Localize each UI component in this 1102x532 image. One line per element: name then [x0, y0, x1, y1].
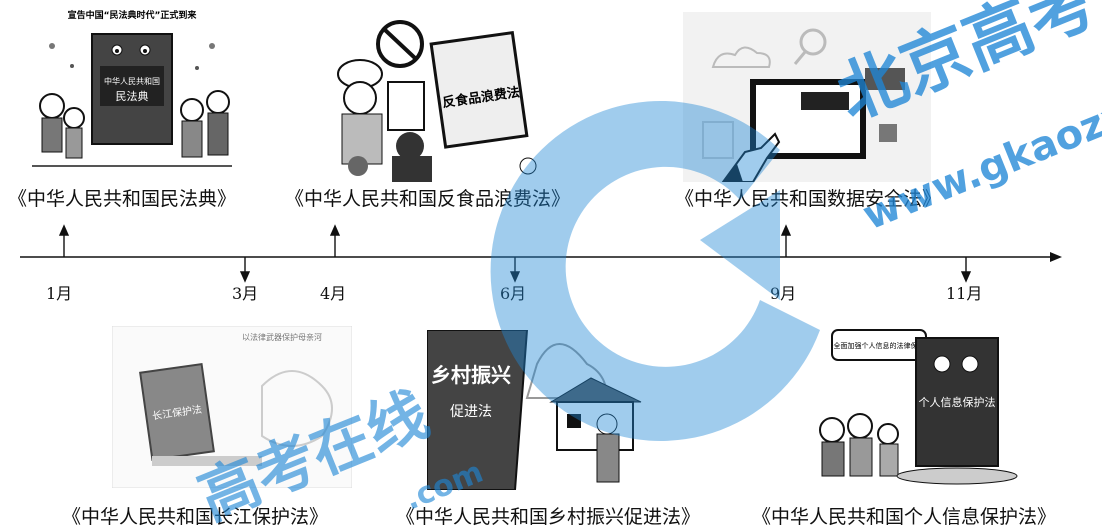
personal-book-title: 个人信息保护法: [919, 395, 996, 409]
rural-revitalization-illustration: 乡村振兴 促进法: [427, 330, 650, 490]
svg-text:民法典: 民法典: [116, 89, 149, 103]
caption-civil-code: 《中华人民共和国民法典》: [8, 188, 237, 210]
yangtze-protection-illustration: 以法律武器保护母亲河 长江保护法: [112, 326, 352, 488]
svg-text:中华人民共和国: 中华人民共和国: [104, 76, 160, 86]
month-label-nov: 11月: [946, 284, 983, 303]
month-label-sep: 9月: [770, 284, 797, 303]
caption-data-security: 《中华人民共和国数据安全法》: [675, 188, 942, 210]
month-label-jan: 1月: [46, 284, 73, 303]
month-label-mar: 3月: [232, 284, 259, 303]
tick-up-arrow: [58, 224, 792, 257]
data-security-illustration: [683, 12, 931, 182]
civil-code-banner-text: 宣告中国“民法典时代”正式到来: [68, 9, 198, 21]
caption-rural-revitalization: 《中华人民共和国乡村振兴促进法》: [396, 506, 701, 528]
month-label-jun: 6月: [500, 284, 527, 303]
civil-code-illustration: 宣告中国“民法典时代”正式到来 中华人民共和国 民法典: [22, 6, 242, 176]
rural-book-subtitle: 促进法: [450, 404, 492, 420]
personal-bubble-text: 全面加强个人信息的法律保护: [834, 341, 925, 350]
yangtze-banner-text: 以法律武器保护母亲河: [242, 332, 322, 342]
tick-down-arrow: [239, 257, 972, 283]
rural-book-title: 乡村振兴: [431, 363, 511, 387]
caption-yangtze-protection: 《中华人民共和国长江保护法》: [62, 506, 329, 528]
anti-food-waste-illustration: 反食品浪费法: [318, 16, 548, 182]
caption-personal-info: 《中华人民共和国个人信息保护法》: [752, 506, 1057, 528]
personal-info-illustration: 全面加强个人信息的法律保护 个人信息保护法: [812, 328, 1042, 488]
caption-anti-food-waste: 《中华人民共和国反食品浪费法》: [285, 188, 571, 210]
month-label-apr: 4月: [320, 284, 347, 303]
